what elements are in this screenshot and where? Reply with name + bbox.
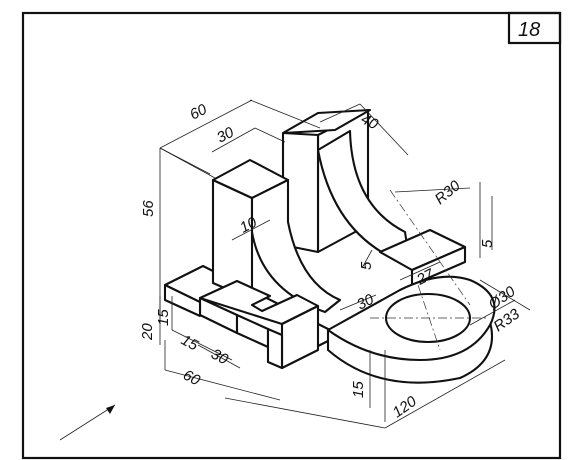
front-upright-concave-face bbox=[250, 178, 342, 314]
boss-axis-vertical bbox=[417, 284, 441, 351]
view-direction-arrow bbox=[59, 404, 116, 441]
base-front-face bbox=[266, 327, 284, 370]
dim-15-left: 15 bbox=[155, 309, 172, 326]
dim-40: 40 bbox=[358, 111, 381, 134]
sheet-frame bbox=[21, 11, 562, 460]
dim-60-top: 60 bbox=[187, 101, 210, 124]
sheet-number: 18 bbox=[518, 19, 540, 41]
dim-5-right: 5 bbox=[479, 239, 496, 248]
dim-15-front: 15 bbox=[178, 332, 201, 355]
dim-27: 27 bbox=[413, 266, 437, 289]
part bbox=[163, 108, 496, 384]
dim-30-front: 30 bbox=[208, 346, 231, 369]
boss-axis-oblique bbox=[389, 189, 471, 306]
lug-front-face bbox=[410, 245, 467, 287]
dim-30-top: 30 bbox=[214, 124, 237, 147]
dim-30-hole: 30 bbox=[354, 291, 377, 314]
base-left-face bbox=[163, 283, 202, 318]
dim-10: 10 bbox=[237, 214, 260, 237]
rear-rib-top-face bbox=[281, 108, 372, 135]
dim-60-bottom: 60 bbox=[180, 367, 203, 390]
dim-r30: R30 bbox=[432, 177, 465, 208]
dim-120: 120 bbox=[390, 393, 421, 422]
dim-15-bottom: 15 bbox=[350, 381, 367, 398]
dim-56: 56 bbox=[140, 200, 157, 217]
sheet-number-box bbox=[507, 11, 562, 45]
dimension-lines bbox=[59, 99, 531, 441]
dim-20: 20 bbox=[139, 323, 156, 341]
dim-5-slot: 5 bbox=[358, 261, 375, 270]
